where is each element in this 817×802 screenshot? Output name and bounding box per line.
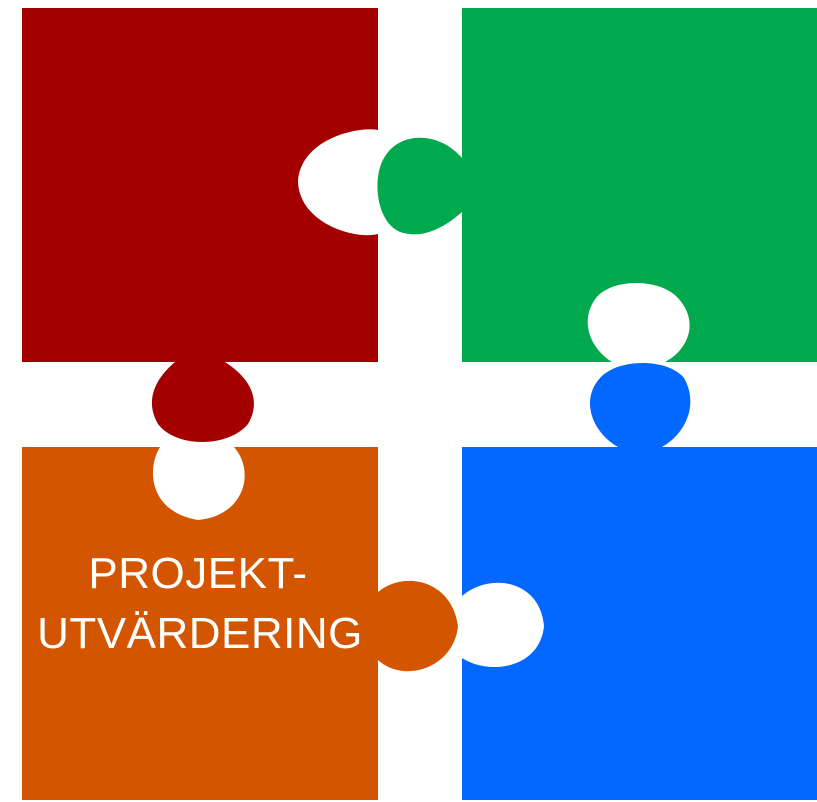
label-line-2: UTVÄRDERING xyxy=(37,609,363,658)
puzzle-piece-orange xyxy=(22,447,458,800)
puzzle-piece-red xyxy=(22,8,378,442)
project-evaluation-label: PROJEKT- UTVÄRDERING xyxy=(37,549,363,658)
label-line-1: PROJEKT- xyxy=(88,549,307,598)
puzzle-piece-blue xyxy=(462,363,817,800)
puzzle-piece-green xyxy=(377,8,817,362)
